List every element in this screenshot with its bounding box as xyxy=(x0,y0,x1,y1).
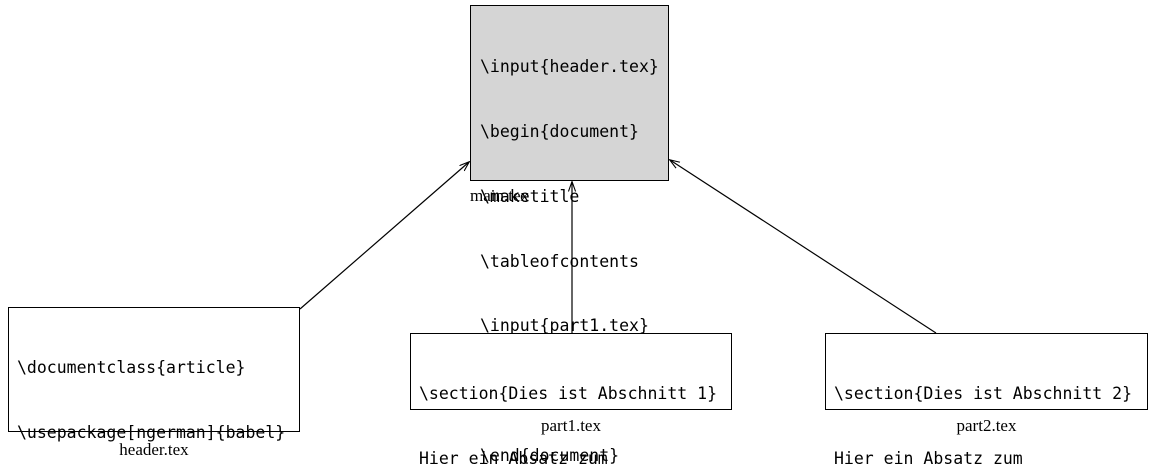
edge-header-to-main xyxy=(299,162,469,310)
edge-part2-to-main xyxy=(670,160,937,334)
node-label-header-tex: header.tex xyxy=(119,440,189,459)
code-line: \tableofcontents xyxy=(480,251,639,271)
node-part2-tex[interactable]: \section{Dies ist Abschnitt 2} Hier ein … xyxy=(825,333,1148,468)
node-part1-tex[interactable]: \section{Dies ist Abschnitt 1} Hier ein … xyxy=(410,333,732,468)
code-line: Hier ein Absatz zum xyxy=(419,448,608,468)
code-line: \usepackage[ngerman]{babel} xyxy=(17,422,286,442)
node-label-part1-tex: part1.tex xyxy=(541,416,601,435)
node-label-main-tex: main.tex xyxy=(470,186,530,205)
code-line: \documentclass{article} xyxy=(17,358,246,378)
code-line: \end{document} xyxy=(480,445,620,465)
code-line: Hier ein Absatz zum xyxy=(834,448,1023,468)
node-main-tex[interactable]: \input{header.tex} \begin{document} \mak… xyxy=(470,5,669,465)
code-line: \section{Dies ist Abschnitt 2} xyxy=(834,384,1133,404)
code-line: \input{header.tex} xyxy=(480,57,659,77)
code-line: \begin{document} xyxy=(480,121,639,141)
code-line: \maketitle xyxy=(480,186,580,206)
code-line: \input{part1.tex} xyxy=(480,316,649,336)
node-label-part2-tex: part2.tex xyxy=(956,416,1017,435)
code-line: \section{Dies ist Abschnitt 1} xyxy=(419,384,718,404)
node-header-tex[interactable]: \documentclass{article} \usepackage[nger… xyxy=(8,307,300,442)
